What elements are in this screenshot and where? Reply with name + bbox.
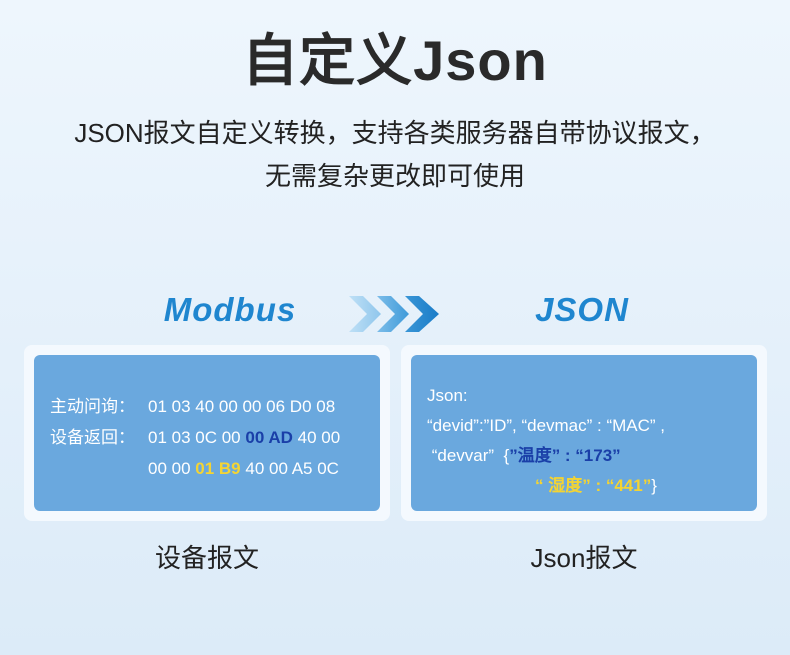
modbus-label: Modbus xyxy=(163,291,297,328)
device-row-key: 设备返回： xyxy=(50,428,135,447)
device-row-bytes: 40 00 A5 0C xyxy=(240,459,339,478)
device-row-bytes: 01 03 0C 00 xyxy=(148,428,246,447)
device-message-box: 主动问询： 01 03 40 00 00 06 D0 08 设备返回： 01 03 0… xyxy=(34,355,380,511)
json-temperature-pair: ”温度” : “173” xyxy=(509,446,621,465)
triple-chevron-right-icon xyxy=(349,296,439,332)
device-message-panel: 主动问询： 01 03 40 00 00 06 D0 08 设备返回： 01 03 0… xyxy=(24,345,390,521)
device-row-highlight-bytes: 01 B9 xyxy=(195,459,241,478)
device-row-key: 主动问询： xyxy=(50,397,135,416)
json-message-panel: Json: “devid”:”ID”, “devmac” : “MAC” , “… xyxy=(401,345,767,521)
subtitle-line-1: JSON报文自定义转换，支持各类服务器自带协议报文， xyxy=(74,118,716,148)
chevron-2 xyxy=(377,296,409,332)
subtitle-line-2: 无需复杂更改即可使用 xyxy=(264,161,525,191)
json-line-3: “devvar” {”温度” : “173” xyxy=(427,441,665,471)
device-row: 00 00 01 B9 40 00 A5 0C xyxy=(50,453,340,484)
json-message-box: Json: “devid”:”ID”, “devmac” : “MAC” , “… xyxy=(411,355,757,511)
json-line-1: Json: xyxy=(427,386,468,405)
chevron-1 xyxy=(349,296,381,332)
json-line-4-suffix: } xyxy=(651,476,657,495)
json-line-3-prefix: “devvar” { xyxy=(427,446,510,465)
json-message-caption: Json报文 xyxy=(530,543,638,573)
device-row-bytes: 00 00 xyxy=(148,459,196,478)
device-row: 设备返回： 01 03 0C 00 00 AD 40 00 xyxy=(50,422,340,453)
device-row-highlight-bytes: 00 AD xyxy=(245,428,293,447)
json-label: JSON xyxy=(535,291,629,328)
chevron-3 xyxy=(405,296,439,332)
device-row-bytes: 01 03 40 00 00 06 D0 08 xyxy=(148,397,336,416)
device-message-code: 主动问询： 01 03 40 00 00 06 D0 08 设备返回： 01 03 0… xyxy=(50,391,340,484)
json-message-code: Json: “devid”:”ID”, “devmac” : “MAC” , “… xyxy=(427,381,665,501)
device-row: 主动问询： 01 03 40 00 00 06 D0 08 xyxy=(50,391,340,422)
json-line-4: “ 湿度” : “441”} xyxy=(427,471,665,501)
json-humidity-pair: “ 湿度” : “441” xyxy=(535,476,652,495)
json-line-2: “devid”:”ID”, “devmac” : “MAC” , xyxy=(427,416,666,435)
device-row-bytes: 40 00 xyxy=(292,428,341,447)
device-message-caption: 设备报文 xyxy=(154,543,259,573)
page-title: 自定义Json xyxy=(242,29,548,92)
